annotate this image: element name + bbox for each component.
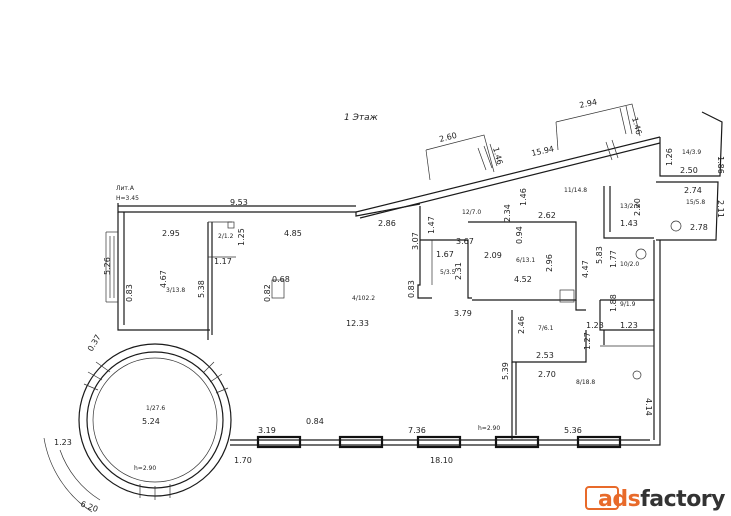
dim-label: h=2.90	[134, 465, 156, 472]
dim-label: 3.79	[454, 309, 472, 318]
dim-label: 0.83	[407, 280, 416, 298]
dim-label: 1.86	[716, 156, 725, 174]
dim-label: 2.96	[545, 254, 554, 272]
dim-label: 0.94	[515, 226, 524, 244]
dim-label: 4.52	[514, 275, 532, 284]
dim-label: 5.38	[197, 280, 206, 298]
dim-label: 3.67	[456, 237, 474, 246]
dim-label: 6.20	[79, 499, 99, 514]
room-label: 13/2.9	[620, 203, 639, 210]
room-label: 3/13.8	[166, 287, 185, 294]
dim-label: 2.11	[716, 200, 725, 218]
dim-label: 1.46	[491, 146, 504, 166]
floor-title: 1 Этаж	[344, 113, 379, 123]
dim-label: 1.26	[665, 148, 674, 166]
dim-label: 1.23	[620, 321, 638, 330]
room-label: 11/14.8	[564, 187, 587, 194]
dim-label: 1.67	[436, 250, 454, 259]
room-label: 7/6.1	[538, 325, 554, 332]
dim-label: 2.46	[517, 316, 526, 334]
room-label: 6/13.1	[516, 257, 535, 264]
dim-label: 5.36	[564, 426, 582, 435]
watermark: adsfactory	[598, 487, 725, 512]
lit-label: Лит.А	[116, 185, 135, 192]
dim-label: 0.37	[86, 333, 103, 353]
dim-label: 1.43	[620, 219, 638, 228]
dim-label: 0.68	[272, 275, 290, 284]
dim-label: 0.83	[125, 284, 134, 302]
dim-label: 2.78	[690, 223, 708, 232]
dim-label: 1.70	[234, 456, 252, 465]
dim-label: 1.23	[586, 321, 604, 330]
dim-label: 2.34	[503, 204, 512, 222]
room-label: 10/2.0	[620, 261, 639, 268]
dim-label: 7.36	[408, 426, 426, 435]
dim-label: 2.94	[579, 97, 598, 110]
dim-label: 0.84	[306, 417, 324, 426]
dim-label: 2.09	[484, 251, 502, 260]
room-label: 9/1.9	[620, 301, 636, 308]
interior-walls	[207, 186, 682, 440]
dim-label: 2.74	[684, 186, 702, 195]
dim-label: 1.46	[630, 116, 643, 136]
dim-label: 18.10	[430, 456, 453, 465]
bottom-windows	[256, 435, 622, 449]
dim-label: 2.50	[680, 166, 698, 175]
room-label: 5/3.5	[440, 269, 456, 276]
dim-label: 5.39	[501, 362, 510, 380]
rotunda	[43, 343, 232, 513]
dim-label: 4.14	[644, 398, 653, 416]
outer-walls	[105, 103, 723, 446]
room-label: 15/5.8	[686, 199, 705, 206]
dim-label: 2.95	[162, 229, 180, 238]
dim-label: 2.86	[378, 219, 396, 228]
dim-label: 2.70	[538, 370, 556, 379]
dim-label: 5.24	[142, 417, 160, 426]
dim-label: 4.67	[159, 270, 168, 288]
watermark-badge-icon	[585, 486, 619, 510]
dim-label: 1.23	[54, 438, 72, 447]
dim-label: 1.27	[583, 332, 592, 350]
dim-label: 3.19	[258, 426, 276, 435]
watermark-ads: ads	[598, 487, 641, 512]
watermark-factory: factory	[640, 487, 725, 512]
dim-label: 5.26	[103, 257, 112, 275]
dim-label: 1.17	[214, 257, 232, 266]
room-label: 4/102.2	[352, 295, 375, 302]
room-label: 12/7.0	[462, 209, 481, 216]
dim-label: 5.83	[595, 246, 604, 264]
dim-label: 1.77	[609, 250, 618, 268]
dim-label: 1.88	[609, 294, 618, 312]
dim-label: 12.33	[346, 319, 369, 328]
dim-label: 1.25	[237, 228, 246, 246]
height-label: Н=3.45	[116, 195, 139, 202]
room-label: 14/3.9	[682, 149, 701, 156]
dim-label: 4.85	[284, 229, 302, 238]
dim-label: h=2.90	[478, 425, 500, 432]
dim-label: 2.53	[536, 351, 554, 360]
room-label: 1/27.6	[146, 405, 165, 412]
dim-label: 0.82	[263, 284, 272, 302]
dim-label: 2.31	[454, 262, 463, 280]
labels: 1 Этаж Лит.А Н=3.45 9.53 4.85 2.86 15.94…	[54, 97, 725, 514]
dim-label: 3.07	[411, 232, 420, 250]
dim-label: 9.53	[230, 198, 248, 207]
dim-label: 1.46	[519, 188, 528, 206]
dim-label: 2.60	[438, 131, 457, 144]
room-label: 8/18.8	[576, 379, 595, 386]
dim-label: 1.47	[427, 216, 436, 234]
room-label: 2/1.2	[218, 233, 234, 240]
dim-label: 4.47	[581, 260, 590, 278]
dim-label: 2.62	[538, 211, 556, 220]
dim-label: 2.20	[633, 198, 642, 216]
dim-label: 15.94	[531, 144, 555, 158]
